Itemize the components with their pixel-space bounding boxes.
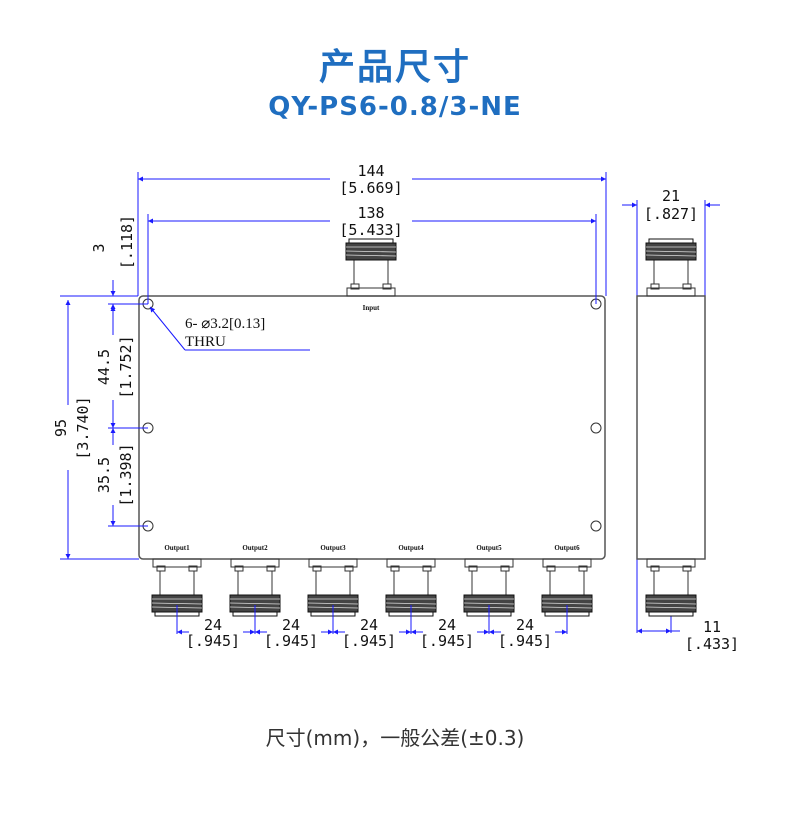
pitch-inch: [.945] [420,632,474,650]
model-number: QY-PS6-0.8/3-NE [268,92,522,122]
edge-offset-inch: [.118] [118,215,136,269]
overall-length-inch: [5.669] [339,179,402,197]
tolerance-note: 尺寸(mm)，一般公差(±0.3) [265,726,525,750]
output-label: Output6 [554,544,580,552]
hole-spacing-inch: [5.433] [339,221,402,239]
pitch-inch: [.945] [186,632,240,650]
input-connector [345,238,397,297]
hole-note-line2: THRU [185,334,226,350]
page-title: 产品尺寸 [318,47,471,88]
output-label: Output2 [242,544,268,552]
output-label: Output5 [476,544,502,552]
mounting-hole [590,422,602,434]
pitch-mm: 24 [204,616,222,634]
side-width-mm: 21 [662,187,680,205]
upper-hole-spacing-mm: 44.5 [95,349,113,385]
upper-hole-spacing-inch: [1.752] [117,335,135,398]
hole-note-line1: 6- ⌀3.2[0.13] [185,316,265,332]
side-width-inch: [.827] [644,205,698,223]
overall-height-inch: [3.740] [74,396,92,459]
pitch-inch: [.945] [342,632,396,650]
output-pitch-dimensions: 24[.945]24[.945]24[.945]24[.945]24[.945] [176,605,568,650]
side-offset-inch: [.433] [685,635,739,653]
mounting-hole [590,520,602,532]
pitch-mm: 24 [360,616,378,634]
pitch-inch: [.945] [498,632,552,650]
side-bottom-connector [645,558,697,617]
lower-hole-spacing-inch: [1.398] [117,443,135,506]
side-top-connector [645,238,697,297]
pitch-mm: 24 [516,616,534,634]
pitch-mm: 24 [438,616,456,634]
lower-hole-spacing-mm: 35.5 [95,457,113,493]
output-label: Output4 [398,544,424,552]
overall-length-mm: 144 [357,162,384,180]
splitter-body-side [636,295,706,560]
side-offset-mm: 11 [703,618,721,636]
overall-height-mm: 95 [52,419,70,437]
edge-offset-mm: 3 [90,243,108,252]
output-label: Output3 [320,544,346,552]
output-connectors: Output1 Output2 Output3 Output4 Output5 Outpu… [151,544,593,617]
input-label: Input [363,304,380,312]
hole-spacing-mm: 138 [357,204,384,222]
output-label: Output1 [164,544,190,552]
pitch-inch: [.945] [264,632,318,650]
pitch-mm: 24 [282,616,300,634]
